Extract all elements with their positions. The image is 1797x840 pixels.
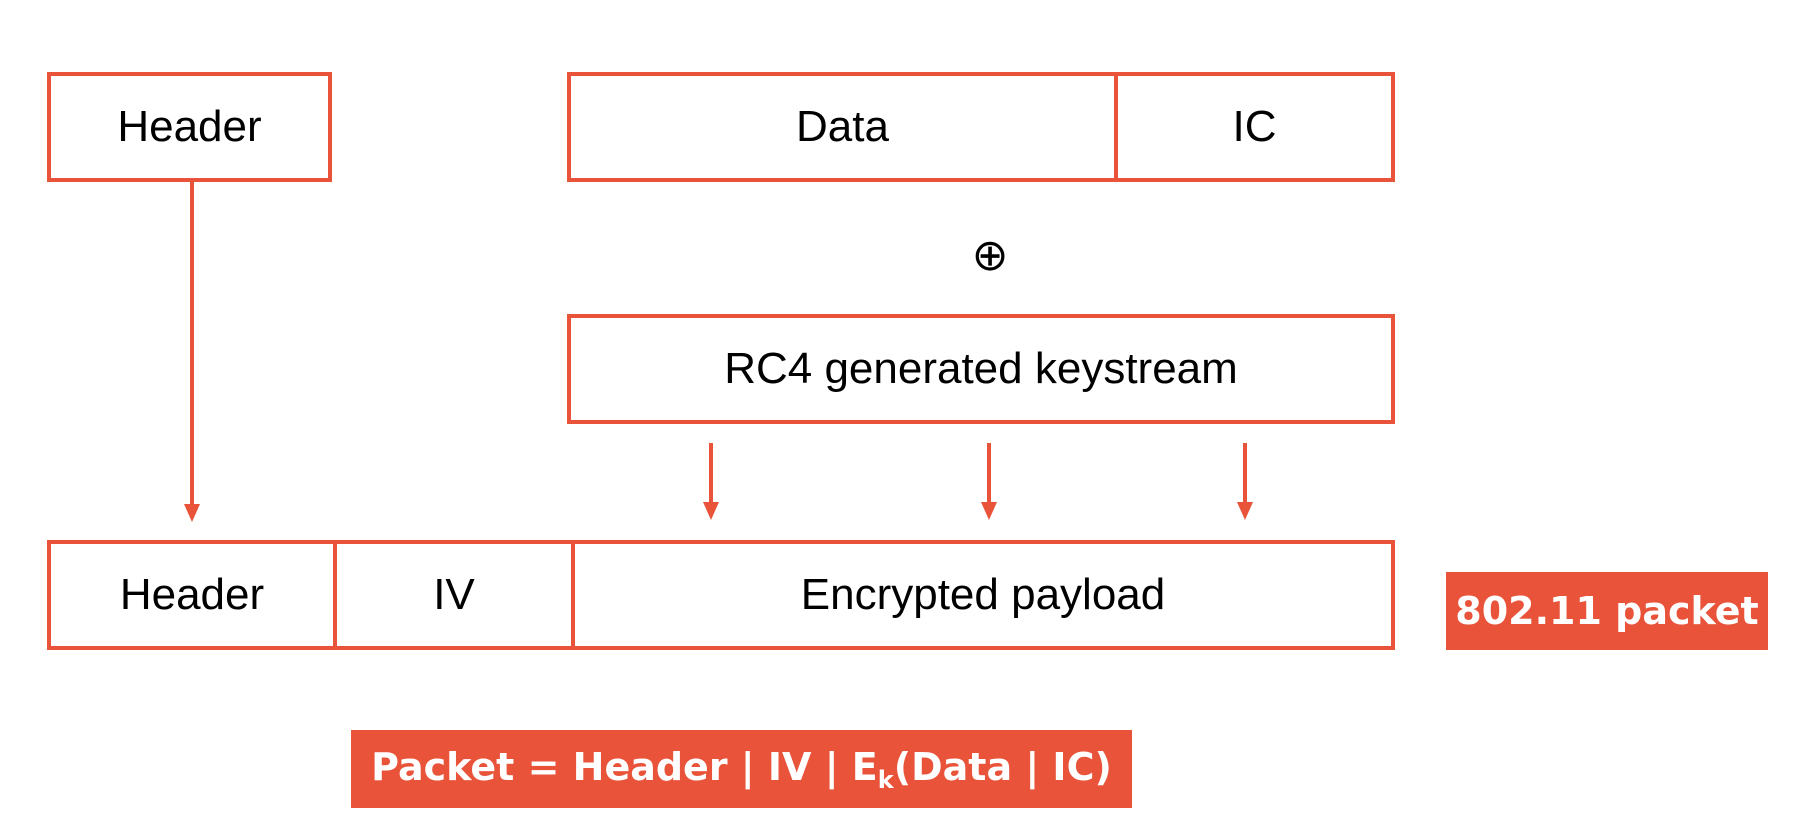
packet-type-tag: 802.11 packet	[1446, 572, 1768, 650]
ic-label: IC	[1232, 102, 1277, 151]
data-ic-box: Data IC	[567, 72, 1395, 182]
encrypted-payload-cell: Encrypted payload	[571, 544, 1391, 646]
formula-suffix: (Data | IC)	[893, 744, 1112, 789]
encrypted-payload-label: Encrypted payload	[800, 570, 1166, 619]
keystream-label: RC4 generated keystream	[724, 344, 1238, 393]
top-header-box: Header	[47, 72, 332, 182]
keystream-box: RC4 generated keystream	[567, 314, 1395, 424]
xor-symbol: ⊕	[971, 229, 1009, 281]
packet-iv-label: IV	[433, 570, 475, 619]
packet-formula-text: Packet = Header | IV | Ek(Data | IC)	[371, 745, 1112, 794]
packet-header-label: Header	[119, 570, 265, 619]
packet-row-box: Header IV Encrypted payload	[47, 540, 1395, 650]
top-header-label: Header	[117, 102, 262, 151]
formula-key-subscript: k	[877, 765, 894, 794]
formula-prefix: Packet = Header | IV | E	[371, 744, 878, 789]
ic-cell: IC	[1114, 76, 1391, 178]
keystream-arrowhead-middle	[981, 502, 997, 520]
data-cell: Data	[571, 76, 1114, 178]
data-label: Data	[796, 102, 889, 151]
packet-formula-banner: Packet = Header | IV | Ek(Data | IC)	[351, 730, 1132, 808]
packet-type-label: 802.11 packet	[1455, 589, 1759, 633]
header-down-arrowhead	[184, 504, 200, 522]
packet-iv-cell: IV	[333, 544, 571, 646]
packet-header-cell: Header	[51, 544, 333, 646]
keystream-arrowhead-right	[1237, 502, 1253, 520]
keystream-arrowhead-left	[703, 502, 719, 520]
